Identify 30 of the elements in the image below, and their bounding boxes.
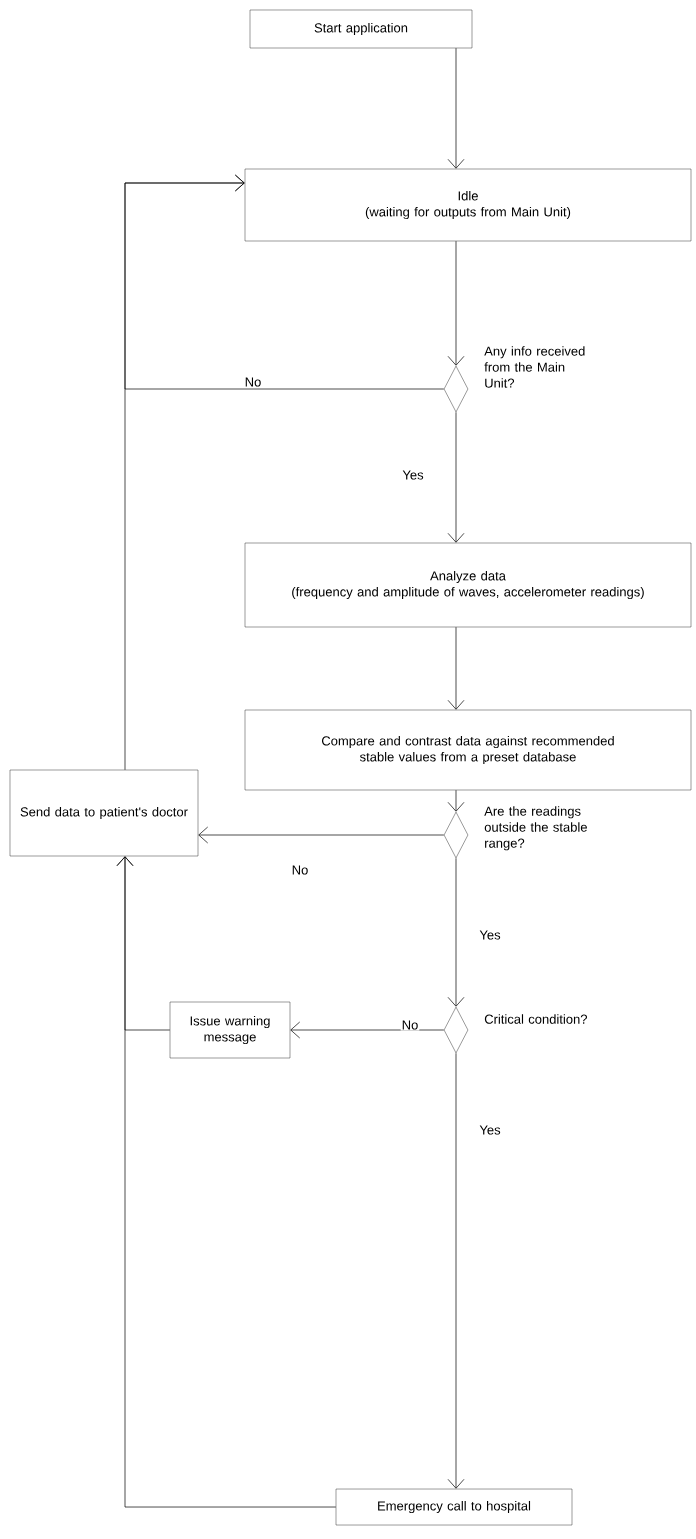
edge-label: No: [245, 377, 261, 387]
decision-diamond: [443, 811, 469, 859]
process-box: Idle (waiting for outputs from Main Unit): [244, 168, 692, 242]
arrow: [447, 1052, 465, 1489]
arrow: [447, 857, 465, 1007]
decision-diamond: [443, 1006, 469, 1054]
arrow: [290, 1021, 445, 1039]
arrow: [447, 240, 465, 366]
edge-label: Yes: [479, 1125, 501, 1135]
condition-text: Are the readings outside the stable range?: [484, 806, 587, 851]
process-box: Send data to patient's doctor: [9, 769, 199, 857]
arrow: [447, 789, 465, 812]
edge-label: No: [402, 1020, 418, 1030]
arrow: [116, 856, 337, 1508]
edge-label: Yes: [479, 930, 501, 940]
process-box: Compare and contrast data against recommended stable values from a preset database: [244, 709, 692, 791]
edge-label: Yes: [402, 470, 424, 480]
process-box: Emergency call to hospital: [335, 1488, 573, 1526]
process-box: Start application: [249, 9, 473, 49]
process-box: Issue warning message: [169, 1001, 291, 1059]
edge-label: No: [292, 865, 308, 875]
arrow: [447, 47, 465, 169]
arrow: [447, 626, 465, 710]
decision-diamond: [443, 365, 469, 413]
condition-text: Critical condition?: [484, 1014, 587, 1024]
condition-text: Any info received from the Main Unit?: [484, 346, 585, 388]
arrow: [124, 174, 245, 771]
arrow: [447, 411, 465, 543]
process-box: Analyze data (frequency and amplitude of waves, accelerometer readings): [244, 542, 692, 628]
arrow: [198, 826, 445, 844]
